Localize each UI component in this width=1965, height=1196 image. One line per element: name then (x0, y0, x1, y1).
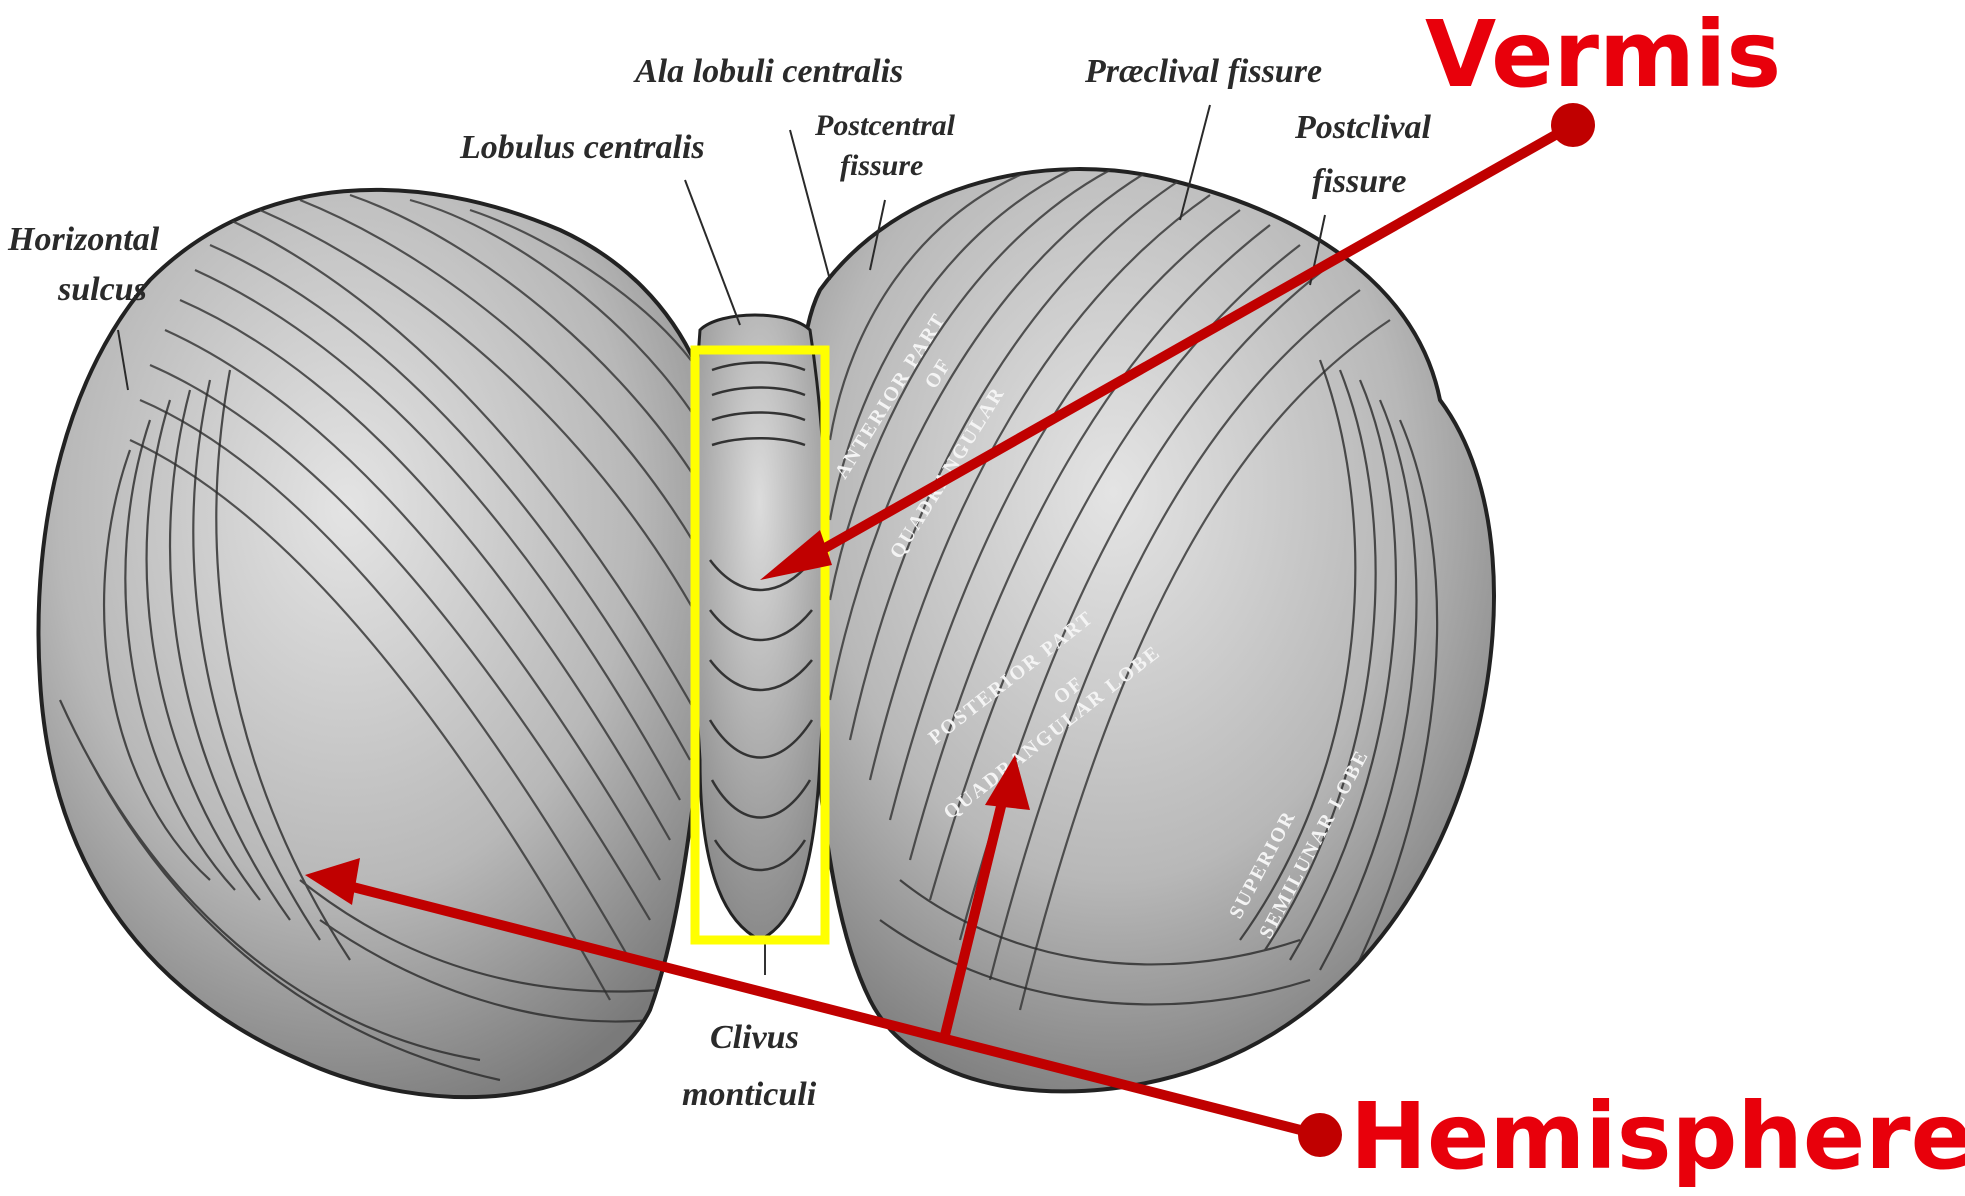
label-clivus-monticuli-line1: Clivus (710, 1019, 799, 1056)
label-horizontal-sulcus-line2: sulcus (57, 271, 147, 308)
vermis-highlight-box (690, 345, 830, 945)
label-lobulus-centralis: Lobulus centralis (459, 129, 705, 166)
engraving-leader-lines (117, 104, 1326, 391)
hemisphere-arrow-line-right (940, 788, 1010, 1037)
callout-hemisphere: Hemisphere (1350, 1083, 1965, 1190)
label-praeclival-fissure: Præclival fissure (1084, 53, 1322, 90)
label-clivus-monticuli-line2: monticuli (682, 1076, 817, 1113)
right-hemisphere-drawing (799, 167, 1496, 1094)
vermis-arrowhead (760, 530, 832, 580)
label-horizontal-sulcus-line1: Horizontal (7, 221, 160, 258)
vermis-arrow-dot (1551, 103, 1595, 147)
hemisphere-arrowhead-left (305, 858, 360, 905)
label-postclival-fissure-line1: Postclival (1294, 109, 1432, 146)
hemisphere-arrow-dot (1298, 1113, 1342, 1157)
vermis-drawing (691, 313, 829, 975)
label-postcentral-fissure-line2: fissure (840, 149, 923, 182)
vermis-arrow-line (792, 120, 1576, 570)
label-postclival-fissure-line2: fissure (1312, 163, 1406, 200)
label-postcentral-fissure-line1: Postcentral (814, 109, 956, 142)
engraving-labels: Ala lobuli centralis Lobulus centralis P… (7, 53, 1432, 1113)
hemisphere-arrow-line-left (343, 880, 1322, 1140)
callout-arrows (305, 103, 1595, 1157)
label-ala-lobuli-centralis: Ala lobuli centralis (633, 53, 903, 90)
hemisphere-arrowhead-right (985, 755, 1030, 810)
left-hemisphere-drawing (36, 187, 727, 1099)
callout-vermis: Vermis (1425, 1, 1781, 108)
